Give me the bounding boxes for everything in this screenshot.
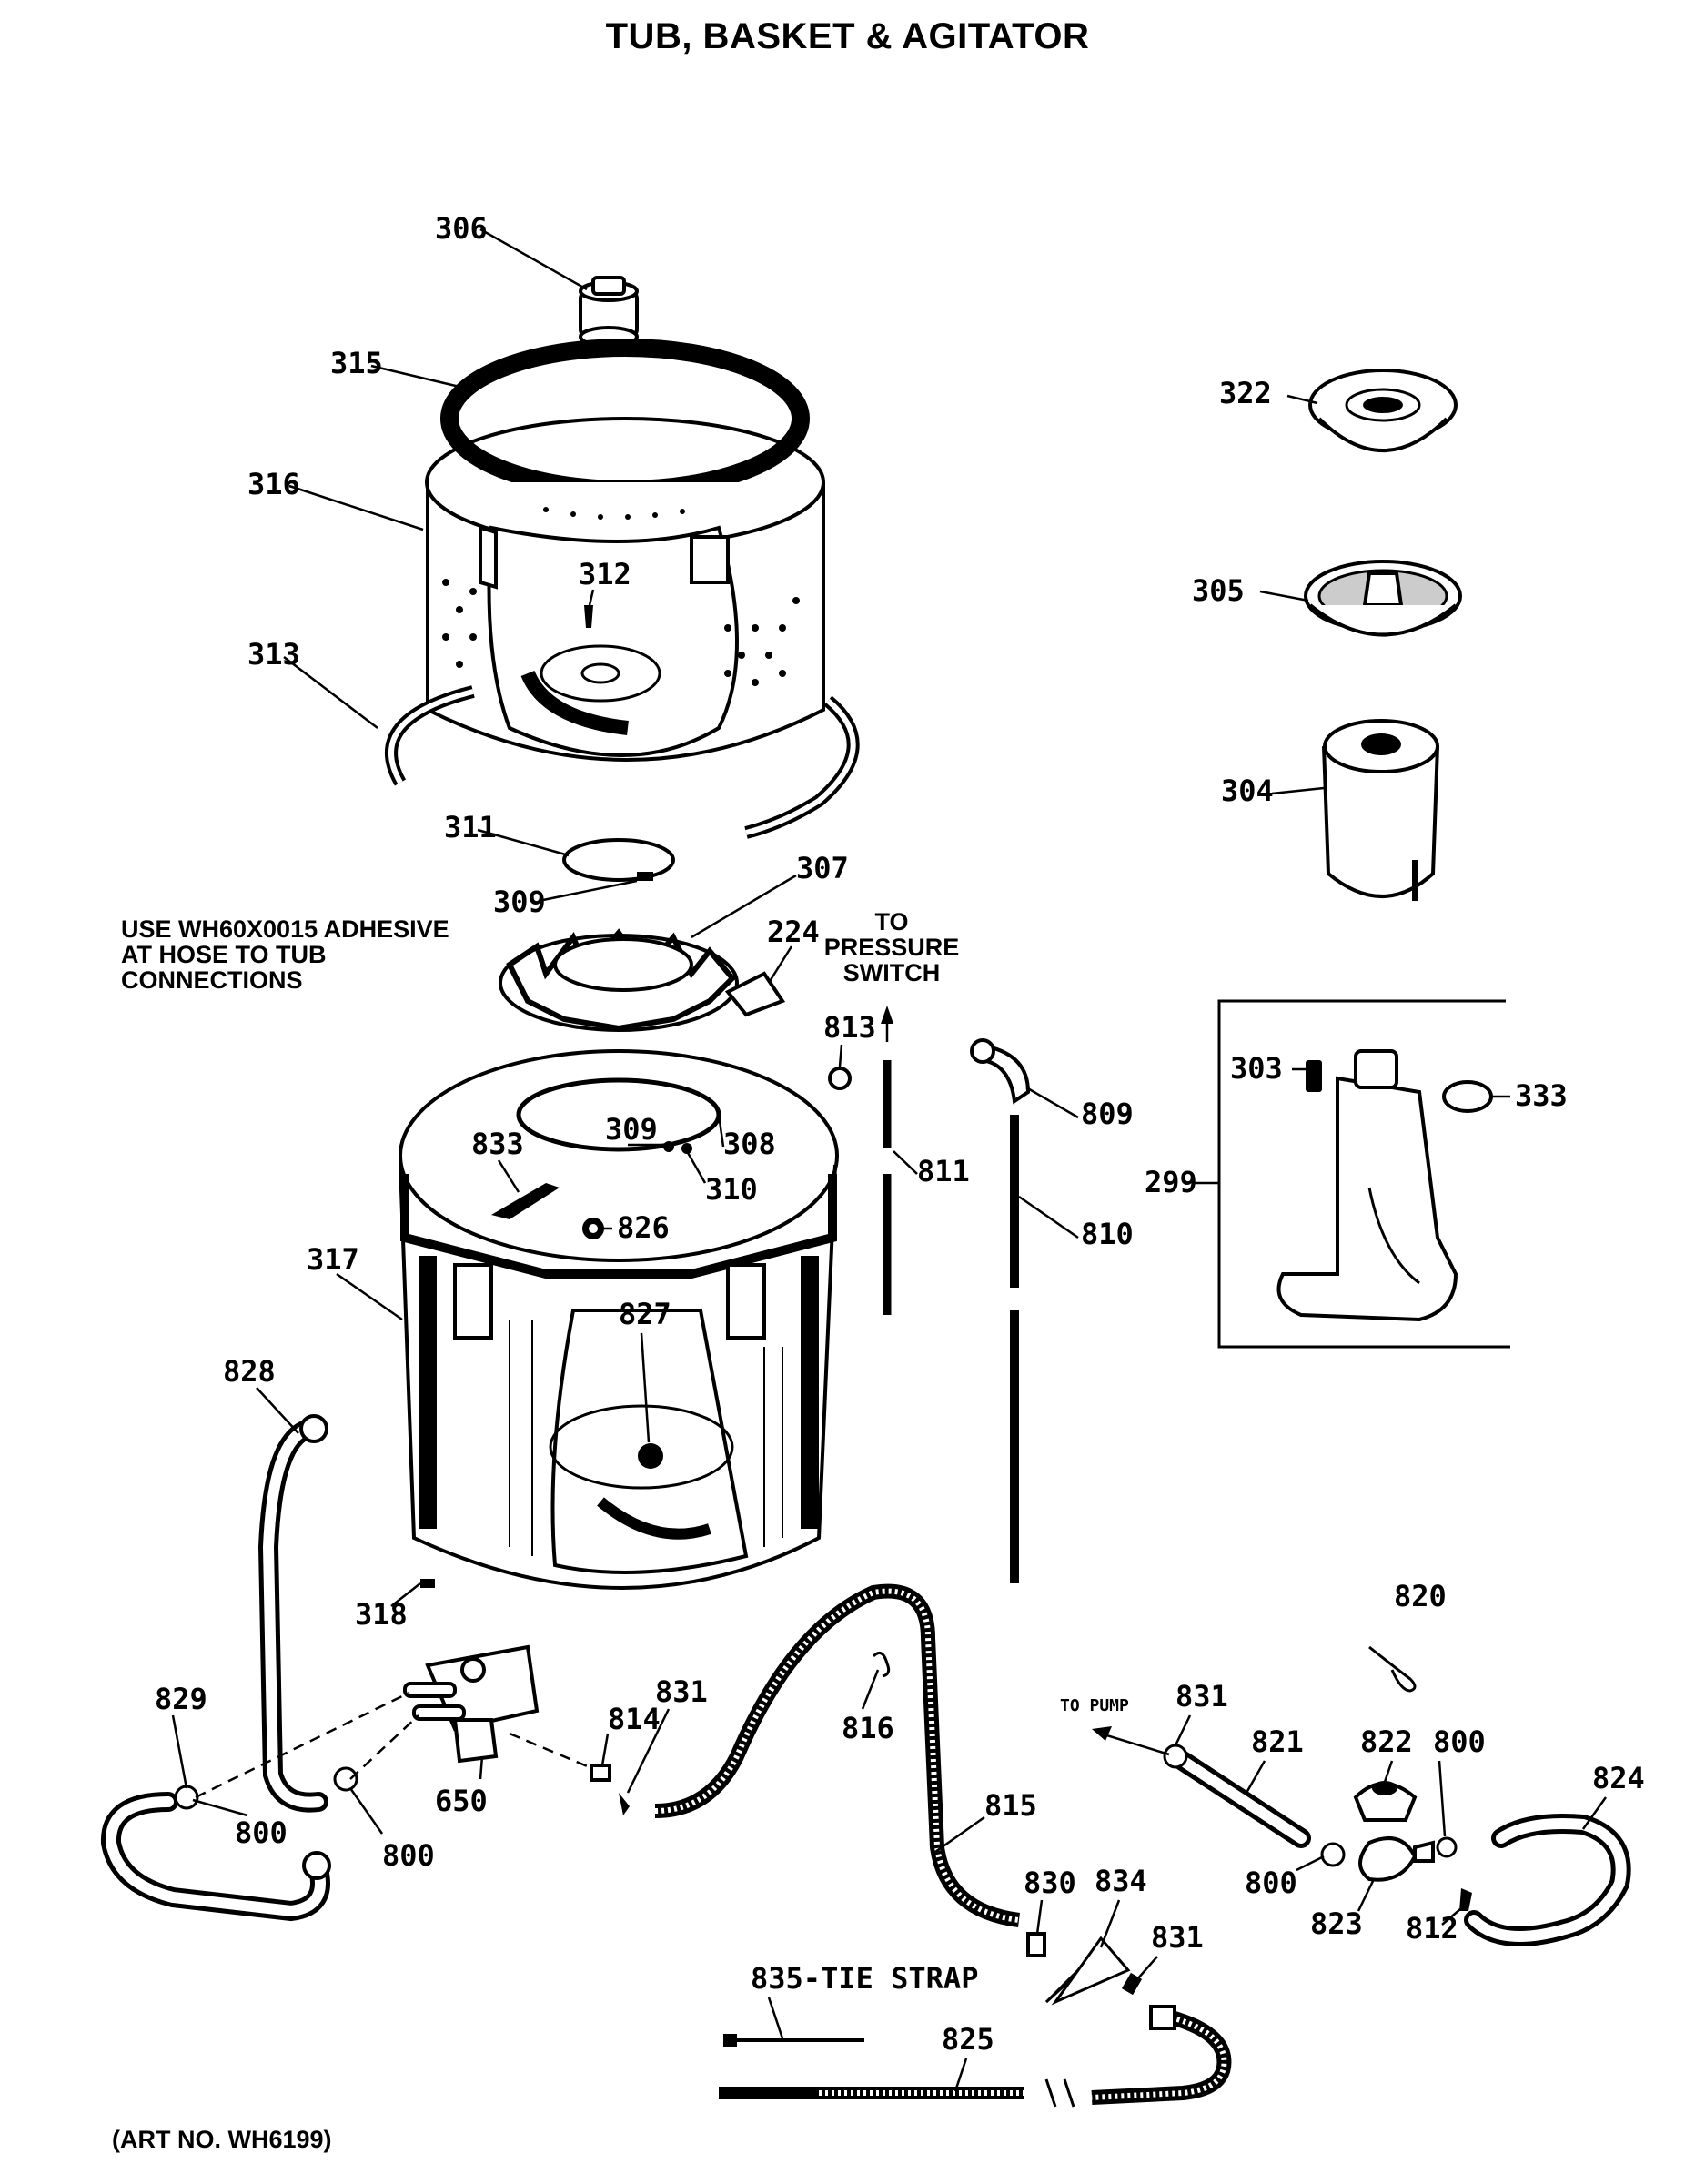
- leader-lines: [171, 228, 1608, 2092]
- label-810: 810: [1081, 1217, 1134, 1251]
- label-307: 307: [796, 851, 849, 885]
- outer-tub-assembly: [399, 1049, 839, 1590]
- agitator-parts: [1217, 369, 1510, 1349]
- label-829: 829: [155, 1682, 207, 1716]
- label-820: 820: [1394, 1579, 1447, 1613]
- label-310: 310: [705, 1172, 758, 1207]
- label-830: 830: [1024, 1866, 1076, 1900]
- label-800d: 800: [1245, 1866, 1297, 1900]
- label-306: 306: [435, 211, 488, 246]
- lower-hoses: [101, 1414, 1631, 2108]
- label-833: 833: [471, 1127, 524, 1161]
- part-316-basket: [425, 417, 825, 762]
- pressure-note-line2: PRESSURE: [824, 934, 960, 961]
- label-305: 305: [1192, 573, 1245, 608]
- adhesive-note-line2: AT HOSE TO TUB: [121, 941, 327, 968]
- part-311-clamp: [562, 838, 675, 882]
- basket-assembly: [385, 276, 860, 1090]
- label-322: 322: [1219, 376, 1272, 410]
- label-309a: 309: [493, 885, 546, 919]
- part-304-auger: [1322, 719, 1439, 901]
- part-305-dispenser: [1304, 560, 1462, 637]
- label-831b: 831: [1175, 1679, 1228, 1714]
- diagram-notes: USE WH60X0015 ADHESIVE AT HOSE TO TUB CO…: [112, 908, 1129, 2153]
- label-309b: 309: [605, 1112, 658, 1147]
- part-650-valve: [403, 1644, 540, 1764]
- label-800a: 800: [235, 1815, 288, 1850]
- label-821: 821: [1251, 1724, 1304, 1759]
- part-813-fitting: [828, 1067, 852, 1090]
- label-224: 224: [767, 915, 820, 949]
- label-800b: 800: [382, 1838, 435, 1873]
- part-299-agitator-box: [1217, 999, 1510, 1349]
- label-815: 815: [984, 1788, 1037, 1823]
- pressure-note-line3: SWITCH: [843, 959, 940, 986]
- label-823: 823: [1310, 1906, 1363, 1941]
- label-811: 811: [917, 1154, 970, 1188]
- part-306-hub: [579, 276, 639, 348]
- part-313-ring: [385, 685, 860, 839]
- label-308: 308: [723, 1127, 776, 1161]
- label-828: 828: [223, 1354, 276, 1389]
- label-834: 834: [1095, 1864, 1147, 1898]
- part-317-tub: [399, 1049, 839, 1590]
- label-303: 303: [1230, 1051, 1283, 1086]
- label-311: 311: [444, 810, 497, 844]
- label-304: 304: [1221, 774, 1274, 808]
- label-318: 318: [355, 1597, 408, 1632]
- label-299: 299: [1145, 1165, 1197, 1199]
- part-307-boot: [499, 928, 739, 1032]
- page-title: TUB, BASKET & AGITATOR: [605, 16, 1090, 56]
- to-pump-note: TO PUMP: [1060, 1696, 1129, 1715]
- part-number-labels: 306 315 316 312 313 311 309 307 224 813 …: [155, 211, 1645, 2057]
- label-315: 315: [330, 346, 383, 380]
- label-812: 812: [1406, 1911, 1458, 1946]
- label-831c: 831: [1151, 1920, 1204, 1955]
- label-813: 813: [823, 1010, 876, 1045]
- label-822: 822: [1360, 1724, 1413, 1759]
- part-312-screw: [584, 605, 593, 628]
- label-825: 825: [942, 2022, 994, 2057]
- part-826-grommet: [582, 1218, 604, 1239]
- tie-strap-note: 835-TIE STRAP: [751, 1961, 978, 1996]
- label-800c: 800: [1433, 1724, 1486, 1759]
- label-333: 333: [1515, 1078, 1568, 1113]
- label-814: 814: [608, 1702, 661, 1736]
- label-809: 809: [1081, 1097, 1134, 1131]
- pressure-hoses: [881, 1006, 1031, 1583]
- label-816: 816: [842, 1711, 894, 1745]
- part-322-cap: [1308, 369, 1458, 452]
- label-316: 316: [247, 467, 300, 501]
- label-317: 317: [307, 1242, 359, 1277]
- label-650: 650: [435, 1784, 488, 1818]
- label-312: 312: [579, 557, 631, 592]
- label-831a: 831: [655, 1674, 708, 1709]
- part-833-bracket: [491, 1183, 560, 1219]
- label-824: 824: [1592, 1761, 1645, 1795]
- art-number: (ART NO. WH6199): [112, 2126, 332, 2153]
- label-313: 313: [247, 637, 300, 672]
- adhesive-note-line1: USE WH60X0015 ADHESIVE: [121, 915, 449, 943]
- label-827: 827: [619, 1297, 671, 1331]
- adhesive-note-line3: CONNECTIONS: [121, 966, 303, 994]
- part-224-bracket: [724, 971, 786, 1017]
- pressure-note-line1: TO: [874, 908, 908, 935]
- label-826: 826: [617, 1210, 670, 1245]
